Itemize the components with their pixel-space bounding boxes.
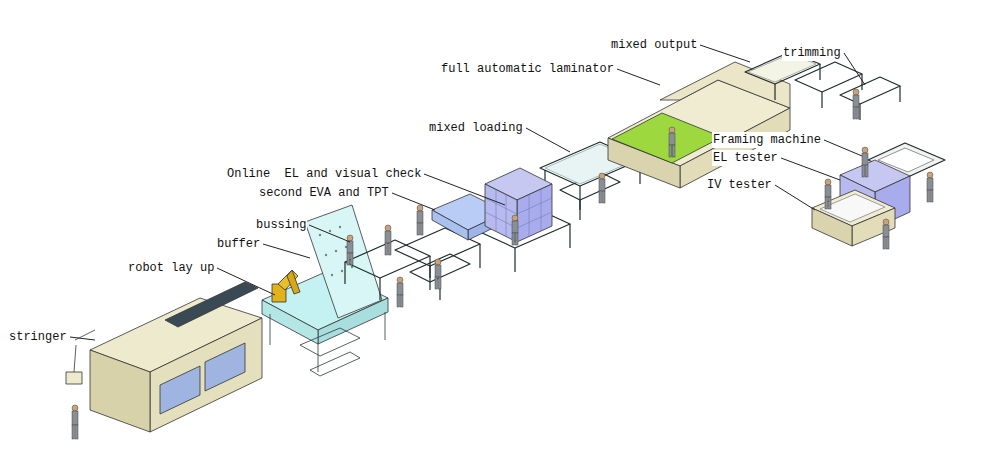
leader-lines bbox=[70, 45, 865, 340]
callout-label: buffer bbox=[216, 236, 261, 252]
callout-label: mixed output bbox=[610, 37, 698, 53]
callout-label: stringer bbox=[8, 329, 68, 345]
callout-label: EL tester bbox=[712, 150, 779, 166]
callout-label: Online EL and visual check bbox=[226, 166, 422, 182]
callout-label: mixed loading bbox=[428, 120, 524, 136]
callout-label: trimming bbox=[782, 45, 842, 61]
callout-label: second EVA and TPT bbox=[258, 185, 390, 201]
callout-label: full automatic laminator bbox=[440, 61, 615, 77]
callout-label: robot lay up bbox=[127, 260, 215, 276]
callout-label: IV tester bbox=[706, 177, 773, 193]
callout-label: bussing bbox=[255, 217, 307, 233]
callout-label: Framing machine bbox=[712, 132, 822, 148]
